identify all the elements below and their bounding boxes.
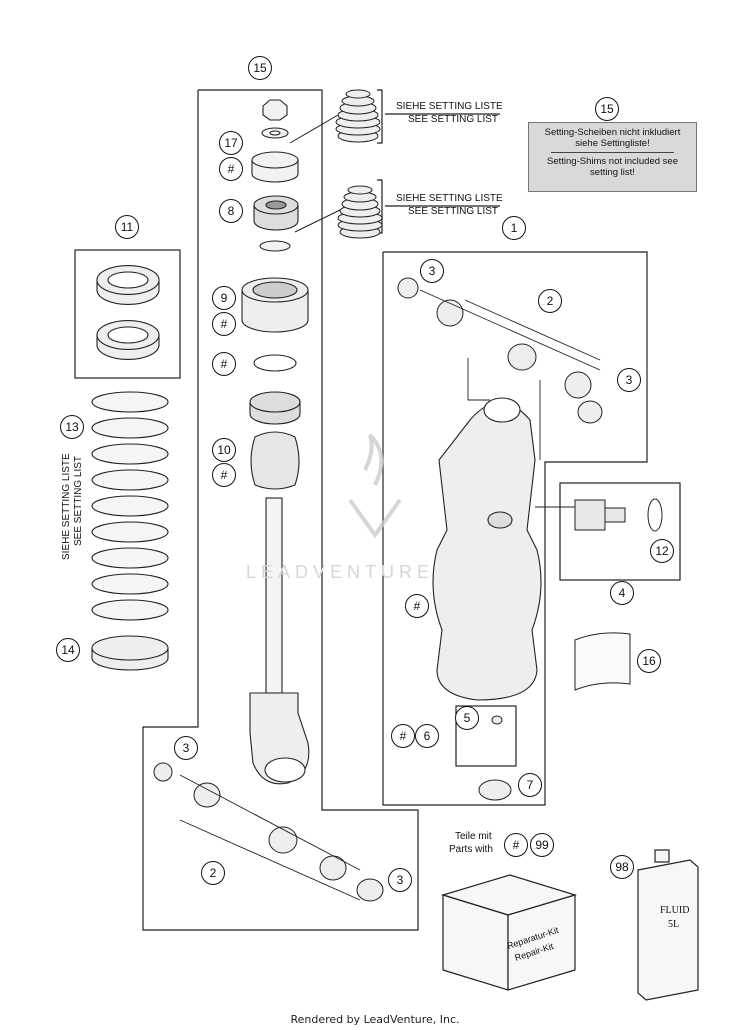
footer-credit: Rendered by LeadVenture, Inc. (290, 1013, 460, 1026)
callout-parts-with-hash: # (504, 833, 528, 857)
setting-list-label-upper-de: SIEHE SETTING LISTE (396, 101, 503, 112)
callout-1: 1 (502, 216, 526, 240)
decal-16 (574, 632, 631, 691)
callout-7: 7 (518, 773, 542, 797)
callout-3-a: 3 (420, 259, 444, 283)
shock-body (432, 397, 542, 701)
shim-stack-upper (335, 89, 381, 143)
nut (262, 99, 288, 121)
callout-10: 10 (212, 438, 236, 462)
note-divider (551, 152, 674, 153)
callout-8: 8 (219, 199, 243, 223)
callout-13: 13 (60, 415, 84, 439)
callout-3-b: 3 (617, 368, 641, 392)
callout-11: 11 (115, 215, 139, 239)
callout-12: 12 (650, 539, 674, 563)
vertical-setting-list-de: SIEHE SETTING LISTE (61, 453, 72, 560)
callout-5: 5 (455, 706, 479, 730)
spring-13 (91, 391, 169, 621)
callout-2-b: 2 (201, 861, 225, 885)
reservoir-cap (574, 498, 663, 532)
callout-99: 99 (530, 833, 554, 857)
callout-3-c: 3 (174, 736, 198, 760)
callout-hash-2: # (212, 312, 236, 336)
callout-hash-4: # (212, 463, 236, 487)
callout-16: 16 (637, 649, 661, 673)
fluid-volume: 5L (668, 919, 680, 930)
fluid-label: FLUID (660, 905, 690, 916)
sleeve-3-b (577, 400, 603, 424)
watermark-text: LEADVENTURE (246, 562, 435, 582)
callout-9: 9 (212, 286, 236, 310)
setting-shims-note: Setting-Scheiben nicht inkludiert siehe … (528, 122, 697, 192)
setting-list-label-lower-de: SIEHE SETTING LISTE (396, 193, 503, 204)
adjusting-rings-11 (96, 265, 160, 360)
repair-kit-box (440, 874, 578, 991)
callout-3-d: 3 (388, 868, 412, 892)
parts-with-en: Parts with (449, 844, 493, 855)
box-11 (74, 249, 181, 379)
callout-hash-5: # (405, 594, 429, 618)
callout-hash-6: # (391, 724, 415, 748)
group-1-outline (382, 251, 648, 806)
setting-list-label-upper-en: SEE SETTING LIST (408, 114, 499, 125)
callout-98: 98 (610, 855, 634, 879)
fluid-can (637, 849, 699, 1001)
callout-4: 4 (610, 581, 634, 605)
sleeve-3-a (397, 277, 419, 299)
box-4 (559, 482, 681, 581)
shim-stack-lower (337, 185, 383, 239)
vertical-setting-list-en: SEE SETTING LIST (73, 455, 84, 546)
parts-with-de: Teile mit (455, 831, 492, 842)
group-15-outline (142, 89, 419, 931)
bump-stop-10 (250, 431, 300, 490)
central-column (241, 99, 310, 785)
callout-15: 15 (248, 56, 272, 80)
note-text-en: Setting-Shims not included see setting l… (547, 156, 678, 178)
note-text-de: Setting-Scheiben nicht inkludiert siehe … (544, 127, 681, 149)
callout-15-note: 15 (595, 97, 619, 121)
callout-2-a: 2 (538, 289, 562, 313)
spring-seat-14 (91, 635, 169, 671)
callout-6: 6 (415, 724, 439, 748)
piston-rod (265, 497, 283, 694)
watermark-logo (348, 433, 402, 539)
setting-list-label-lower-en: SEE SETTING LIST (408, 206, 499, 217)
callout-14: 14 (56, 638, 80, 662)
box-5 (455, 705, 517, 767)
callout-hash-1: # (219, 157, 243, 181)
callout-hash-3: # (212, 352, 236, 376)
callout-17: 17 (219, 131, 243, 155)
piston-8 (253, 195, 299, 231)
